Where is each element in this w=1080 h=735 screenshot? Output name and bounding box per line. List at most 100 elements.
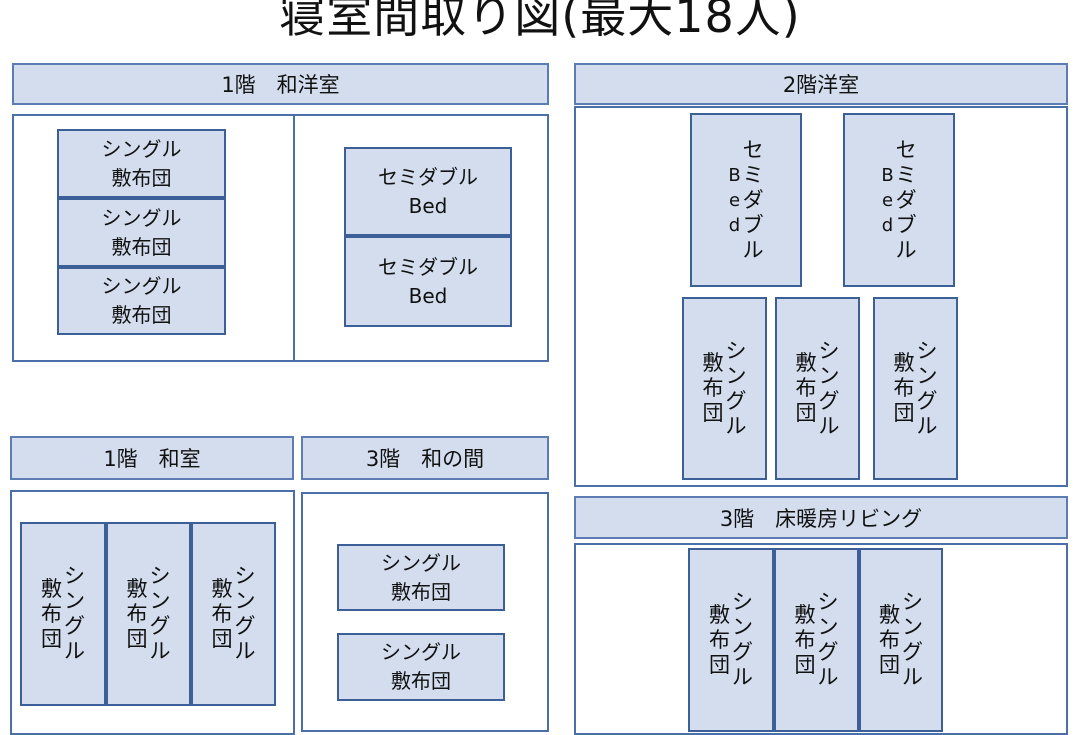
single-futon: シングル敷布団 xyxy=(337,633,505,701)
bed-label-column: 敷布団 xyxy=(894,351,915,426)
bed-label-char: 布 xyxy=(211,601,233,626)
bed-label-column: シングル xyxy=(64,564,85,664)
bed-label-char: 敷 xyxy=(893,351,915,375)
bed-label: シングル xyxy=(101,274,182,298)
bed-label-char: 布 xyxy=(795,376,817,400)
bed-label-column: 敷布団 xyxy=(709,603,730,678)
bed-label-char: 布 xyxy=(709,627,730,652)
room-header-1f-wayoshitsu: 1階 和洋室 xyxy=(12,63,549,105)
bed-label-char: ル xyxy=(818,413,840,438)
single-futon: シングル 敷布団 xyxy=(191,522,276,706)
single-futon: シングル 敷布団 xyxy=(20,522,106,706)
bed-label-column: 敷布団 xyxy=(879,603,900,678)
bed-label-char: シ xyxy=(149,564,171,588)
bed-label-char: ル xyxy=(149,639,171,663)
bed-label-char: 敷 xyxy=(709,602,730,627)
bed-label: 敷布団 xyxy=(391,579,451,604)
bed-label-char: ダ xyxy=(895,187,917,212)
bed-label-column: セミダブル xyxy=(896,138,917,263)
bed-label-char: 敷 xyxy=(211,576,233,601)
bed-label-column: 敷布団 xyxy=(795,603,816,678)
bed-label-char: 布 xyxy=(702,376,724,400)
bed-label-column: シングル xyxy=(917,339,938,439)
bed-label-char: ン xyxy=(817,615,839,639)
bed-label-char: ン xyxy=(732,615,753,639)
bed-label: シングル xyxy=(381,640,461,664)
bed-label-char: ン xyxy=(725,363,747,388)
bed-label-char: ン xyxy=(149,589,171,613)
bed-label-char: ン xyxy=(916,363,938,388)
bed-label-char: グ xyxy=(732,640,753,664)
semi-double-bed: セミダブル Bed xyxy=(344,147,512,236)
bed-label: シングル xyxy=(101,205,182,230)
room-header-3f-living: 3階 床暖房リビング xyxy=(574,496,1068,539)
bed-label-char: ル xyxy=(916,413,938,438)
bed-label-char: ン xyxy=(818,363,840,388)
bed-label-char: B xyxy=(881,164,894,186)
bed-label-char: グ xyxy=(725,388,747,413)
bed-label-char: グ xyxy=(817,640,839,664)
bed-label-column: 敷布団 xyxy=(703,351,724,426)
bed-label: セミダブル xyxy=(378,164,478,189)
single-futon: シングル 敷布団 xyxy=(774,548,859,732)
bed-label-char: 団 xyxy=(126,626,148,651)
bed-label-column: 敷布団 xyxy=(212,577,233,652)
bed-label-char: 敷 xyxy=(795,351,817,375)
bed-label-char: セ xyxy=(742,137,764,162)
bed-label-char: 敷 xyxy=(702,351,724,375)
bed-label-char: ル xyxy=(732,665,753,689)
bed-label-column: シングル xyxy=(732,590,753,690)
bed-label-char: 団 xyxy=(211,626,233,651)
bed-label-char: ル xyxy=(817,665,839,689)
bed-label-char: シ xyxy=(234,564,256,588)
bed-label-char: グ xyxy=(818,388,840,413)
bed-label: シングル xyxy=(101,136,182,161)
room-divider xyxy=(293,116,295,360)
bed-label-char: d xyxy=(728,214,741,236)
bed-label-char: 敷 xyxy=(879,602,900,627)
single-futon: シングル 敷布団 xyxy=(859,548,943,732)
bed-label-char: 敷 xyxy=(126,576,148,601)
bed-label-column: シングル xyxy=(818,590,839,690)
bed-label-char: グ xyxy=(149,614,171,638)
bed-label-char: グ xyxy=(916,388,938,413)
bed-label-column: シングル xyxy=(819,339,840,439)
bed-label: Bed xyxy=(408,193,448,218)
bed-label-char: 団 xyxy=(879,652,900,677)
bed-label-char: ン xyxy=(64,589,85,613)
single-futon: シングル 敷布団 xyxy=(775,297,860,480)
single-futon: シングル 敷布団 xyxy=(682,297,767,480)
bed-label-char: ン xyxy=(234,589,256,613)
single-futon: シングル敷布団 xyxy=(57,267,226,335)
bed-label-char: 布 xyxy=(41,601,62,626)
bed-label-char: 布 xyxy=(879,627,900,652)
bed-label-char: ル xyxy=(725,413,747,438)
bed-label: Bed xyxy=(408,283,448,308)
single-futon: シングル 敷布団 xyxy=(873,297,958,480)
bed-label-char: グ xyxy=(234,614,256,638)
bed-label: 敷布団 xyxy=(111,303,172,327)
bed-label-column: 敷布団 xyxy=(796,351,817,426)
bed-label-char: e xyxy=(881,189,894,211)
bed-label-char: 団 xyxy=(41,626,62,651)
bed-label-char: ル xyxy=(64,639,85,663)
single-futon: シングル 敷布団 xyxy=(106,522,191,706)
page-title: 寝室間取り図(最大18人) xyxy=(279,0,801,43)
bed-label-char: d xyxy=(881,214,894,236)
bed-label-char: ブ xyxy=(742,212,764,237)
bed-label-char: ル xyxy=(234,639,256,663)
bed-label-char: 敷 xyxy=(794,602,816,627)
bed-label: 敷布団 xyxy=(111,165,172,190)
bed-label-char: e xyxy=(728,189,741,211)
bed-label-column: シングル xyxy=(235,564,256,664)
bed-label-char: ブ xyxy=(895,212,917,237)
bed-label-char: 団 xyxy=(702,401,724,425)
single-futon: シングル敷布団 xyxy=(57,129,226,198)
bed-label-column: シングル xyxy=(726,339,747,439)
single-futon: シングル敷布団 xyxy=(57,198,226,267)
bed-label-char: ミ xyxy=(895,162,917,187)
bed-label: シングル xyxy=(381,550,461,575)
